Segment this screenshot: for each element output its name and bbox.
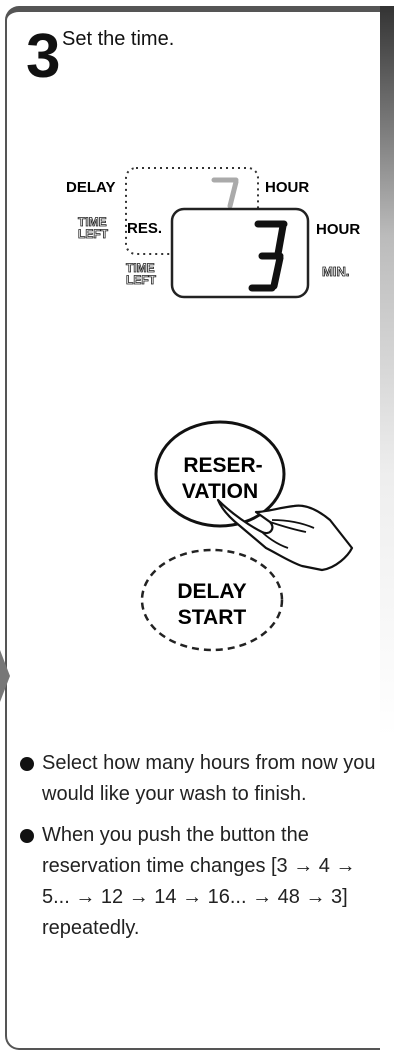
reservation-button-label-1: RESER- bbox=[183, 454, 262, 477]
note-item: Select how many hours from now you would… bbox=[10, 748, 388, 810]
note-text: When you push the button the reservation… bbox=[42, 824, 355, 939]
time-left-label-2-line2: LEFT bbox=[126, 273, 157, 287]
time-left-label-1-line2: LEFT bbox=[78, 227, 109, 241]
delay-label: DELAY bbox=[66, 179, 115, 196]
delay-hour-unit: HOUR bbox=[265, 179, 309, 196]
reservation-button-label-2: VATION bbox=[182, 480, 258, 503]
notes-list: Select how many hours from now you would… bbox=[10, 748, 388, 954]
reservation-display bbox=[172, 209, 308, 297]
bullet-dot-icon bbox=[20, 829, 34, 843]
bullet-dot-icon bbox=[20, 757, 34, 771]
res-label: RES. bbox=[127, 220, 162, 237]
reservation-min-unit: MIN. bbox=[322, 264, 349, 279]
delay-display-digit-faded bbox=[214, 180, 236, 206]
delay-start-button-label-1: DELAY bbox=[177, 580, 246, 603]
note-item: When you push the button the reservation… bbox=[10, 820, 388, 944]
note-text: Select how many hours from now you would… bbox=[42, 752, 376, 805]
time-left-label-2: TIME LEFT bbox=[126, 261, 158, 287]
delay-start-button-label-2: START bbox=[178, 606, 247, 629]
reservation-hour-unit: HOUR bbox=[316, 221, 360, 238]
step-title: Set the time. bbox=[62, 28, 174, 51]
time-left-label-1: TIME LEFT bbox=[78, 215, 110, 241]
control-panel-diagram: DELAY HOUR TIME LEFT RES. HOUR MIN. TIME… bbox=[0, 150, 394, 670]
step-number: 3 bbox=[26, 26, 58, 88]
